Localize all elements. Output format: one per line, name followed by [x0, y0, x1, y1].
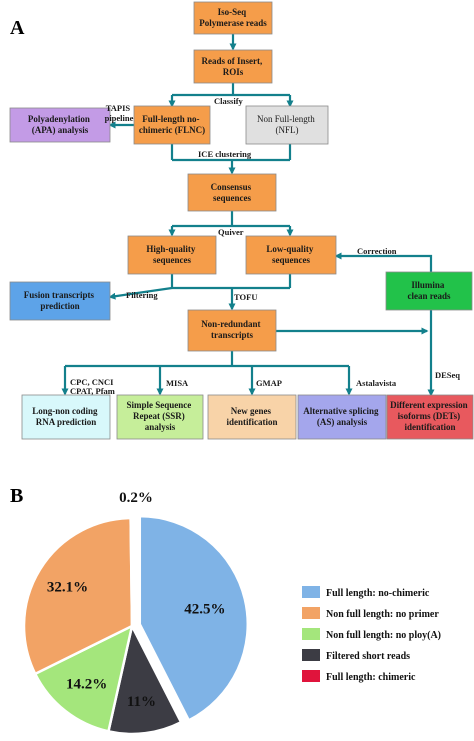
label-classify: Classify	[214, 96, 244, 106]
flow-connectors	[61, 34, 435, 397]
legend-swatch-full-length-no-chimeric	[302, 586, 320, 598]
legend-label-filtered-short-reads: Filtered short reads	[326, 651, 410, 662]
label-gmap: GMAP	[256, 378, 282, 388]
pie-slice-full-length-chimeric	[129, 516, 134, 627]
box-lq-text: Low-quality sequences	[266, 244, 315, 265]
pie-slice-non-full-length-no-ploy-a	[33, 623, 134, 733]
pie-labels: 42.5% 11% 14.2% 32.1% 0.2%	[47, 490, 226, 710]
pie-label-filtered-short-reads: 11%	[127, 694, 156, 710]
box-newgenes	[207, 394, 297, 440]
legend-label-full-length-no-chimeric: Full length: no-chimeric	[326, 588, 430, 599]
arrow-to-fusion	[108, 286, 173, 300]
box-fusion	[9, 281, 111, 321]
pie-label-full-length-chimeric: 0.2%	[119, 490, 153, 506]
box-illumina	[385, 271, 473, 311]
box-roi	[193, 49, 273, 84]
legend-swatch-non-full-length-no-ploy-a	[302, 628, 320, 640]
box-nfl-text: Non Full-length (NFL)	[257, 114, 317, 135]
label-ice: ICE clustering	[198, 149, 252, 159]
box-ssr	[116, 394, 204, 440]
label-misa: MISA	[166, 378, 189, 388]
box-det-text: Different expression isoforms (DETs) ide…	[390, 400, 470, 432]
box-apa	[9, 107, 111, 143]
box-lq	[245, 235, 337, 275]
box-roi-text: Reads of Insert, ROIs	[202, 56, 265, 77]
panel-b-label: B	[10, 485, 23, 507]
pie-slice-non-full-length-no-primer	[22, 516, 134, 676]
flow-boxes	[9, 1, 474, 440]
box-consensus	[187, 173, 277, 212]
box-consensus-text: Consensus sequences	[211, 182, 254, 203]
box-isoseq-text: Iso-Seq Polymerase reads	[199, 7, 267, 28]
box-flnc-text: Full-length no- chimeric (FLNC)	[139, 114, 205, 135]
box-isoseq	[193, 1, 273, 35]
box-as-text: Alternative splicing (AS) analysis	[303, 406, 381, 427]
box-det	[386, 394, 474, 440]
label-tofu: TOFU	[234, 292, 257, 302]
label-filtering: Filtering	[126, 290, 158, 300]
box-illumina-text: Illumina clean reads	[407, 280, 451, 301]
pie-label-non-full-length-no-primer: 32.1%	[47, 579, 88, 595]
box-ssr-text: Simple Sequence Repeat (SSR) analysis	[126, 400, 193, 432]
box-hq	[127, 235, 217, 275]
pie-chart	[22, 514, 250, 736]
label-correction: Correction	[357, 246, 397, 256]
box-flnc	[133, 105, 211, 145]
pie-slice-full-length-no-chimeric	[138, 514, 250, 723]
arrow-illumina-to-lq	[334, 252, 433, 272]
box-lnc-text: Long-non coding RNA prediction	[32, 406, 100, 427]
legend-label-non-full-length-no-primer: Non full length: no primer	[326, 609, 439, 620]
box-newgenes-text: New genes identification	[227, 406, 278, 427]
legend-swatch-full-length-chimeric	[302, 670, 320, 682]
label-astalavista: Astalavista	[356, 378, 397, 388]
box-nonred	[187, 309, 277, 352]
box-apa-text: Polyadenylation (APA) analysis	[28, 114, 92, 135]
box-lnc	[21, 394, 111, 440]
box-as	[297, 394, 387, 440]
box-nonred-text: Non-redundant transcripts	[201, 319, 263, 340]
box-hq-text: High-quality sequences	[146, 244, 197, 265]
label-cpc: CPC, CNCI CPAT, Pfam	[70, 377, 116, 396]
panel-a-label: A	[10, 17, 25, 39]
legend-swatch-filtered-short-reads	[302, 649, 320, 661]
legend-label-non-full-length-no-ploy-a: Non full length: no ploy(A)	[326, 630, 441, 641]
box-nfl	[245, 105, 329, 145]
label-tapis: TAPIS pipeline	[105, 103, 134, 123]
legend-label-full-length-chimeric: Full length: chimeric	[326, 672, 416, 683]
label-deseq: DESeq	[435, 370, 460, 380]
pie-label-full-length-no-chimeric: 42.5%	[184, 602, 225, 618]
label-quiver: Quiver	[218, 227, 244, 237]
pie-label-non-full-length-no-ploy-a: 14.2%	[66, 677, 107, 693]
legend-swatch-non-full-length-no-primer	[302, 607, 320, 619]
box-fusion-text: Fusion transcripts prediction	[24, 290, 97, 311]
